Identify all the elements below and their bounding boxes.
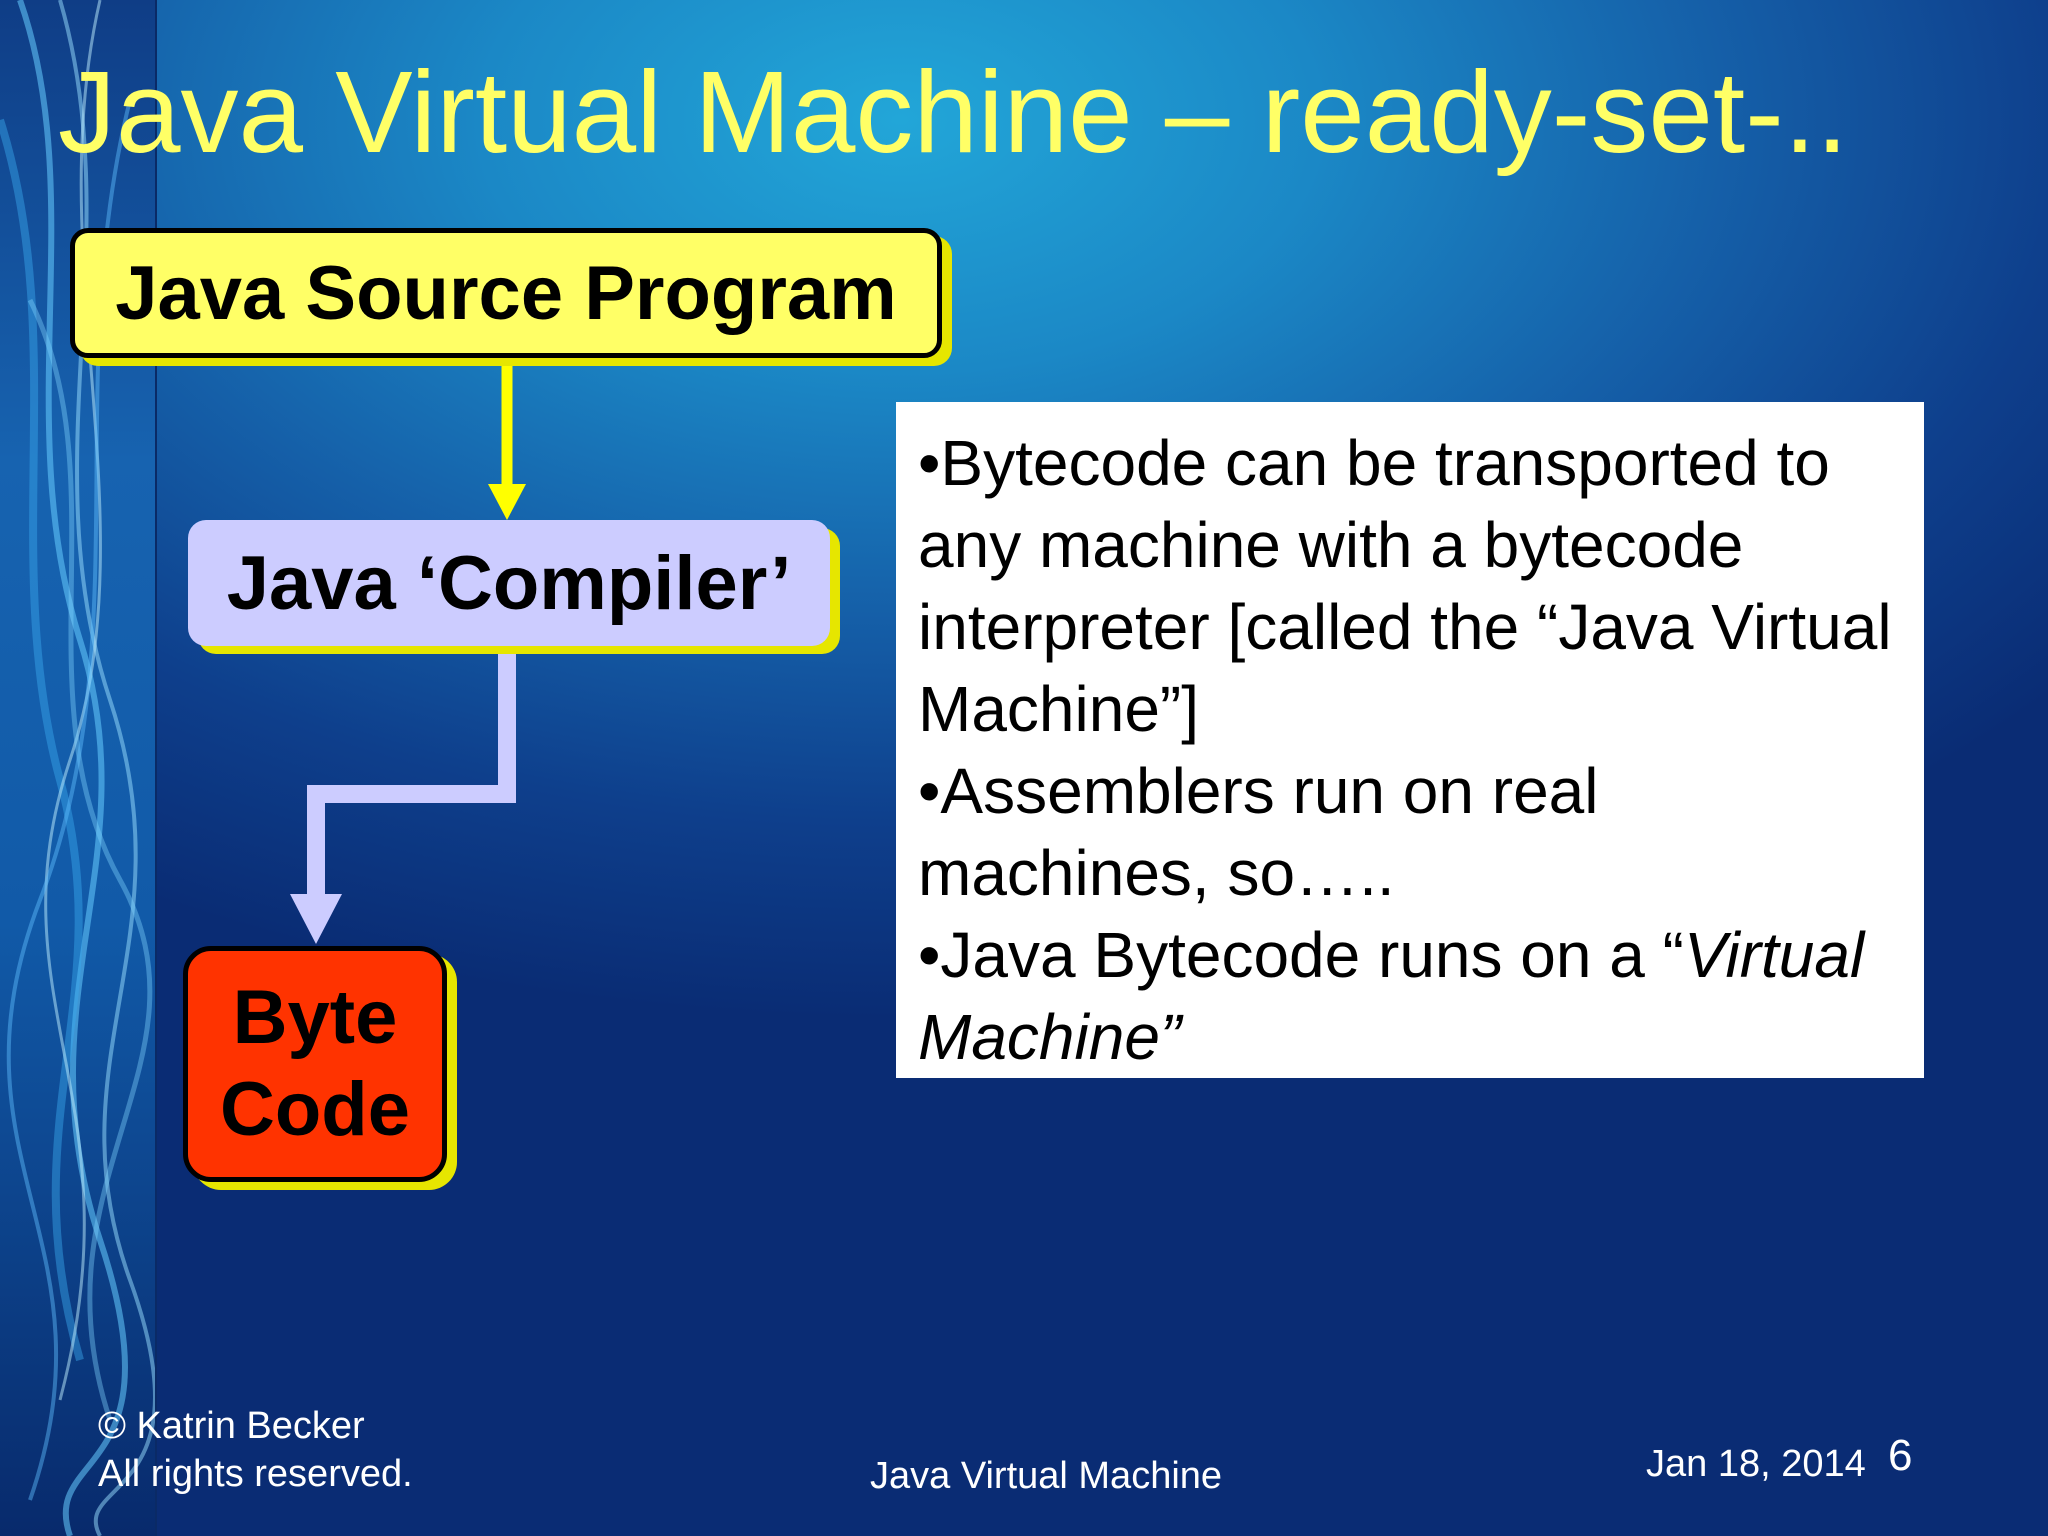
slide-title: Java Virtual Machine – ready-set-.. xyxy=(58,47,1849,177)
footer-copyright: © Katrin Becker xyxy=(98,1405,365,1447)
arrow-compiler-to-bytecode xyxy=(290,646,516,944)
notes-textbox: •Bytecode can be transported to any mach… xyxy=(896,402,1924,1078)
slide-number: 6 xyxy=(1888,1431,1913,1480)
note-virtual-machine: •Java Bytecode runs on a “Virtual Machin… xyxy=(918,914,1902,1078)
java-compiler-label: Java ‘Compiler’ xyxy=(226,540,792,626)
byte-code-label-line2: Code xyxy=(220,1067,410,1152)
java-source-program-box: Java Source Program xyxy=(70,228,942,358)
java-source-program-label: Java Source Program xyxy=(115,250,897,336)
note-virtual-machine-italic: Virtual Machine” xyxy=(918,919,1865,1073)
footer-title: Java Virtual Machine xyxy=(870,1455,1223,1497)
note-virtual-machine-text: •Java Bytecode runs on a “ xyxy=(918,919,1684,991)
note-bytecode-transport: •Bytecode can be transported to any mach… xyxy=(918,427,1892,745)
java-compiler-box: Java ‘Compiler’ xyxy=(188,520,830,646)
byte-code-label-line1: Byte xyxy=(232,975,398,1060)
footer-date: Jan 18, 2014 xyxy=(1646,1443,1866,1485)
footer-rights: All rights reserved. xyxy=(98,1453,413,1495)
byte-code-box: Byte Code xyxy=(183,946,447,1182)
note-assemblers: •Assemblers run on real machines, so….. xyxy=(918,755,1599,909)
arrow-source-to-compiler xyxy=(488,358,526,520)
